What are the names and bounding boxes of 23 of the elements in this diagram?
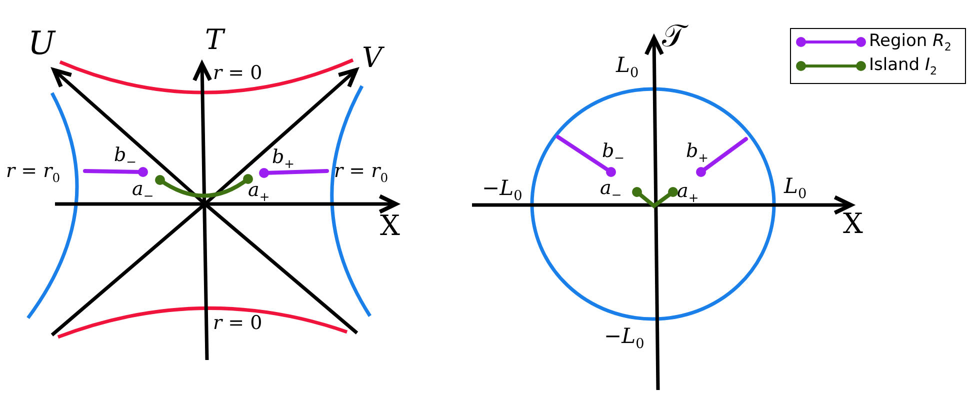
point-label: a$_{−}$	[600, 179, 622, 202]
point-label: b$_{+}$	[686, 142, 709, 164]
point-label: a$_{+}$	[248, 181, 270, 204]
curve-label: r = r$_{0}$	[334, 162, 388, 184]
legend-label: Region R$_{2}$	[869, 33, 952, 52]
tick-label: −L$_{0}$	[482, 178, 522, 204]
curve-label: r = 0	[213, 64, 262, 83]
axis-label: V	[362, 44, 382, 72]
axis-label: U	[28, 27, 55, 59]
legend-label: Island I$_{2}$	[869, 57, 938, 76]
axis-label: T	[205, 26, 224, 54]
point-label: b$_{+}$	[272, 148, 295, 170]
point-label: a$_{+}$	[677, 182, 699, 204]
tick-label: −L$_{0}$	[604, 326, 644, 352]
axis-label: X	[380, 212, 400, 240]
tick-label: L$_{0}$	[616, 55, 639, 81]
tick-label: L$_{0}$	[784, 176, 807, 202]
curve-label: r = 0	[213, 314, 262, 333]
point-label: b$_{−}$	[602, 142, 625, 164]
curve-label: r = r$_{0}$	[6, 162, 60, 184]
axis-label: X	[843, 210, 863, 238]
point-label: a$_{−}$	[132, 180, 154, 202]
point-label: b$_{−}$	[114, 146, 137, 168]
